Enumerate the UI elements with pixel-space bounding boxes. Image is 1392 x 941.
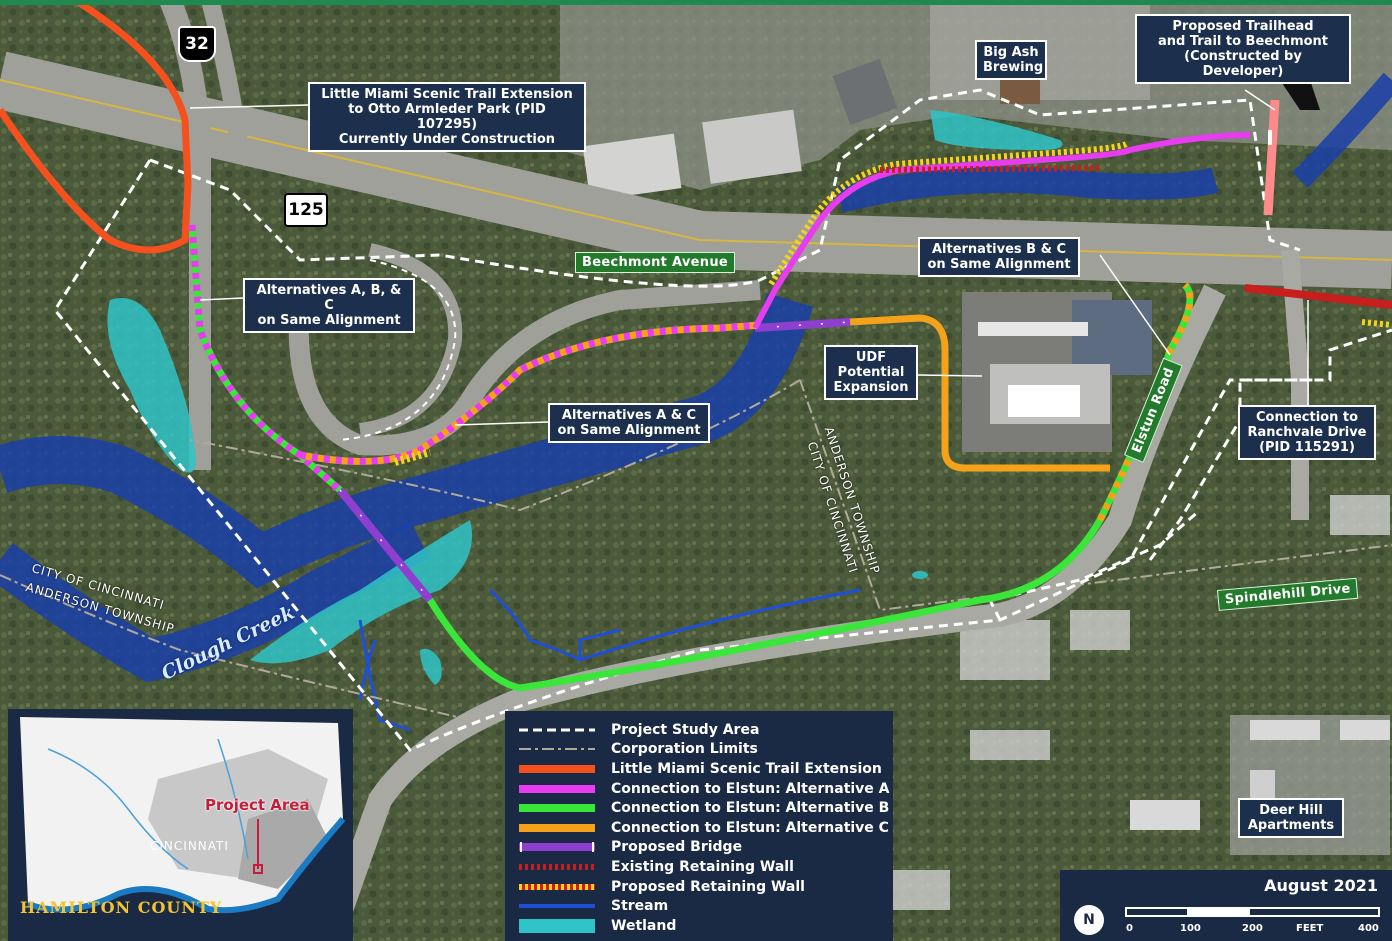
callout-ranchvale: Connection to Ranchvale Drive (PID 11529…	[1238, 405, 1376, 460]
us-route-shield: 32	[178, 26, 216, 62]
legend-label: Connection to Elstun: Alternative C	[611, 819, 889, 836]
legend-label: Existing Retaining Wall	[611, 858, 794, 875]
legend-label: Project Study Area	[611, 721, 760, 738]
legend-label: Wetland	[611, 917, 677, 934]
inset-city-label: CINCINNATI	[150, 839, 229, 853]
legend-swatch-proposed-wall	[519, 883, 595, 890]
legend-item: Connection to Elstun: Alternative C	[519, 818, 893, 838]
callout-alt-ac: Alternatives A & C on Same Alignment	[548, 403, 710, 443]
inset-county-label: HAMILTON COUNTY	[20, 898, 223, 917]
legend-swatch-bridge	[519, 842, 595, 853]
oh-route-shield: 125	[284, 193, 328, 227]
legend-label: Corporation Limits	[611, 741, 758, 758]
scale-unit: FEET	[1296, 923, 1324, 934]
callout-alt-bc: Alternatives B & C on Same Alignment	[918, 237, 1080, 277]
legend-item: Connection to Elstun: Alternative B	[519, 798, 893, 818]
legend-swatch-existing-wall	[519, 863, 595, 870]
callout-trailhead: Proposed Trailhead and Trail to Beechmon…	[1135, 14, 1351, 84]
map-legend: Project Study Area Corporation Limits Li…	[505, 711, 893, 941]
legend-swatch-alt-c	[519, 823, 595, 832]
legend-item: Proposed Retaining Wall	[519, 877, 893, 897]
date-scale-box: August 2021	[1060, 870, 1392, 941]
scale-bar	[1125, 907, 1380, 917]
legend-label: Connection to Elstun: Alternative B	[611, 800, 890, 817]
legend-item: Connection to Elstun: Alternative A	[519, 779, 893, 799]
callout-big-ash: Big Ash Brewing	[975, 40, 1047, 80]
inset-project-area-label: Project Area	[205, 796, 310, 814]
legend-swatch-study-area	[519, 728, 595, 732]
legend-label: Proposed Retaining Wall	[611, 878, 805, 895]
north-arrow-icon: N	[1074, 905, 1104, 935]
callout-udf: UDF Potential Expansion	[824, 345, 918, 400]
legend-item: Existing Retaining Wall	[519, 857, 893, 877]
top-accent-bar	[0, 0, 1392, 5]
legend-label: Stream	[611, 898, 669, 915]
legend-swatch-wetland	[519, 918, 595, 933]
callout-alt-abc: Alternatives A, B, & C on Same Alignment	[243, 278, 415, 333]
callout-deer-hill: Deer Hill Apartments	[1238, 798, 1344, 838]
legend-label: Connection to Elstun: Alternative A	[611, 780, 890, 797]
scale-tick-100: 100	[1180, 923, 1201, 934]
map-date: August 2021	[1264, 876, 1378, 895]
legend-item: Corporation Limits	[519, 740, 893, 760]
legend-swatch-corporation	[519, 748, 595, 751]
legend-swatch-alt-b	[519, 804, 595, 813]
legend-swatch-alt-a	[519, 784, 595, 793]
legend-item: Proposed Bridge	[519, 838, 893, 858]
scale-tick-200: 200	[1242, 923, 1263, 934]
legend-item: Little Miami Scenic Trail Extension	[519, 759, 893, 779]
legend-label: Little Miami Scenic Trail Extension	[611, 760, 882, 777]
scale-tick-400: 400	[1358, 923, 1379, 934]
legend-item: Stream	[519, 896, 893, 916]
legend-label: Proposed Bridge	[611, 839, 743, 856]
scale-tick-0: 0	[1126, 923, 1133, 934]
legend-item: Wetland	[519, 916, 893, 936]
legend-swatch-lmst	[519, 764, 595, 773]
inset-map	[8, 709, 353, 941]
callout-lmst-extension: Little Miami Scenic Trail Extension to O…	[308, 82, 586, 152]
legend-item: Project Study Area	[519, 720, 893, 740]
legend-swatch-stream	[519, 904, 595, 909]
road-label-beechmont: Beechmont Avenue	[575, 252, 735, 273]
